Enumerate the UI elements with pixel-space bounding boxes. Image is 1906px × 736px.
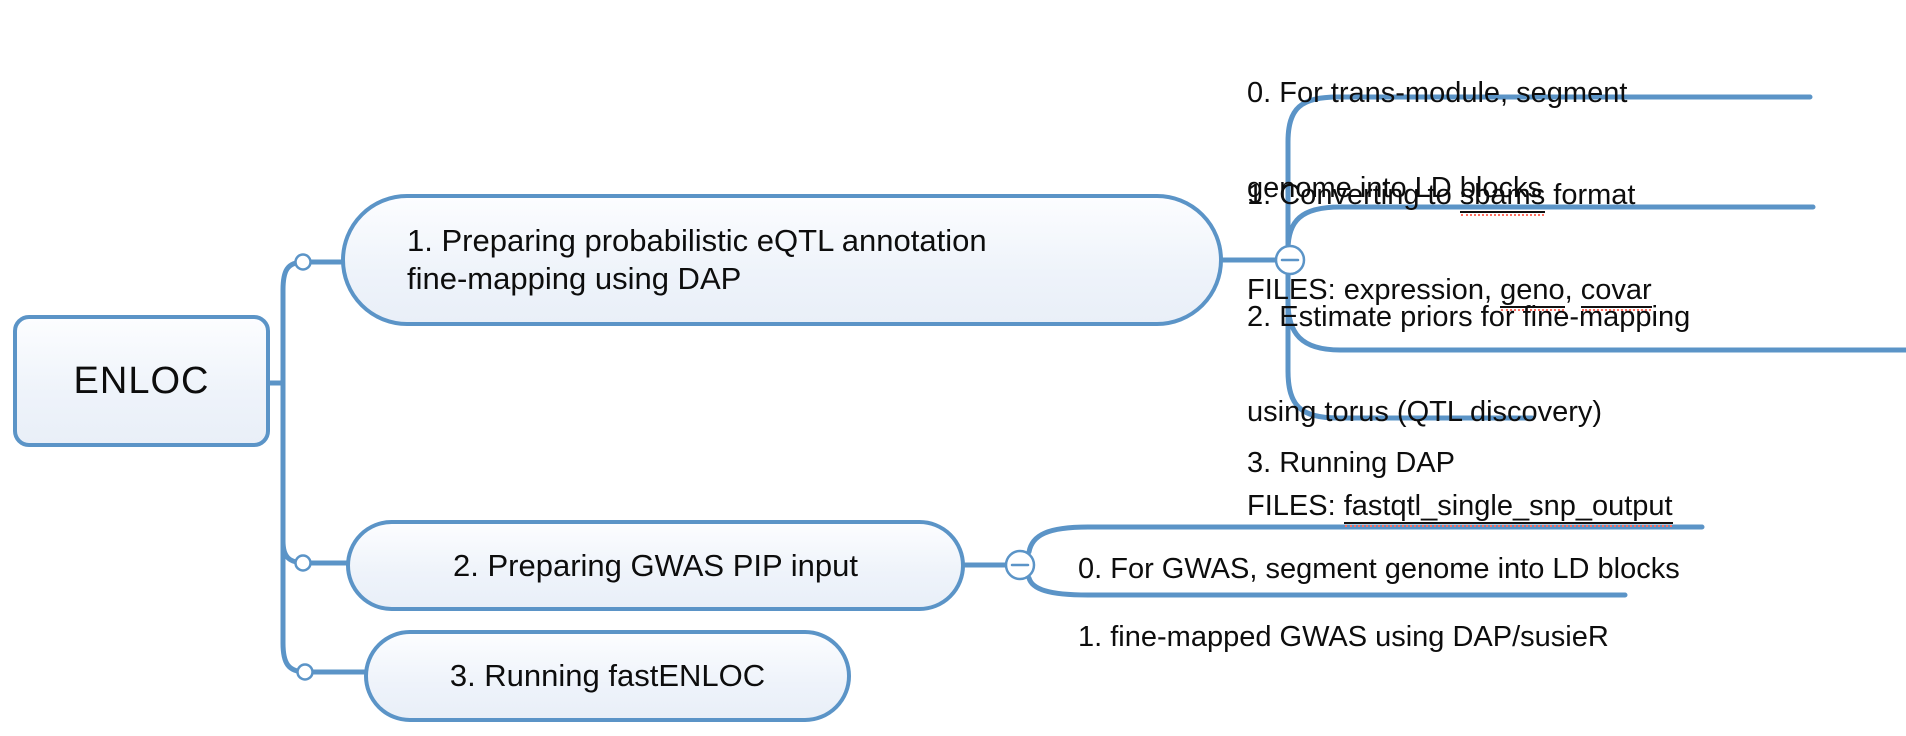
node2-child0-line — [1026, 524, 1705, 555]
leaf-fine-mapped-gwas-dap-susier[interactable]: 1. fine-mapped GWAS using DAP/susieR — [1078, 559, 1609, 717]
node2-label: 2. Preparing GWAS PIP input — [453, 547, 858, 583]
node3-label: 3. Running fastENLOC — [449, 658, 766, 693]
leaf-line: 2. Estimate priors for fine-mapping — [1247, 301, 1691, 333]
spellcheck-word-geno: geno — [1500, 273, 1565, 308]
node2-collapse-button[interactable] — [1004, 549, 1036, 581]
root-node-label: ENLOC — [73, 359, 210, 402]
leaf-line: 1. fine-mapped GWAS using DAP/susieR — [1078, 621, 1609, 653]
leaf-line: FILES: expression, geno, covar — [1247, 273, 1652, 308]
leaf-gwas-segment-ld-blocks[interactable]: 0. For GWAS, segment genome into LD bloc… — [1078, 491, 1680, 649]
leaf-running-dap[interactable]: 3. Running DAP — [1247, 385, 1455, 543]
trunk-branch1-branch3 — [280, 259, 371, 675]
leaf-line: 3. Running DAP — [1247, 447, 1455, 479]
leaf-converting-to-sbams[interactable]: 1. Converting to sbams format FILES: exp… — [1247, 117, 1652, 369]
node1-label-line1: 1. Preparing probabilistic eQTL annotati… — [407, 223, 987, 258]
leaf-line: using torus (QTL discovery) — [1247, 395, 1603, 428]
branch-node-1-preparing-eqtl-annotation[interactable]: 1. Preparing probabilistic eQTL annotati… — [341, 194, 1223, 326]
spellcheck-word-fastqtl-output: fastqtl_single_snp_output — [1343, 490, 1673, 524]
branch2-connector — [280, 538, 353, 566]
leaf-estimate-priors-torus[interactable]: 2. Estimate priors for fine-mapping usin… — [1247, 239, 1690, 586]
node1-child1-line — [1285, 204, 1816, 253]
spellcheck-word-covar: covar — [1580, 273, 1652, 308]
branch-node-3-running-fastenloc[interactable]: 3. Running fastENLOC — [364, 630, 851, 722]
spellcheck-word-sbams: sbams — [1459, 179, 1546, 213]
node1-label-line2: fine-mapping using DAP — [407, 261, 742, 296]
branch3-junction-dot — [296, 663, 314, 681]
branch-node-2-preparing-gwas-pip-input[interactable]: 2. Preparing GWAS PIP input — [346, 520, 965, 611]
root-node-enloc[interactable]: ENLOC — [13, 315, 270, 447]
leaf-line: 0. For GWAS, segment genome into LD bloc… — [1078, 553, 1680, 585]
leaf-line: 0. For trans-module, segment — [1247, 77, 1628, 109]
node2-child1-line — [1026, 575, 1628, 598]
branch1-junction-dot — [294, 253, 312, 271]
leaf-line: 1. Converting to sbams format — [1247, 179, 1636, 213]
branch2-junction-dot — [294, 554, 312, 572]
node1-child2-line — [1285, 299, 1906, 353]
node1-collapse-button[interactable] — [1274, 244, 1306, 276]
leaf-line: FILES: fastqtl_single_snp_output — [1247, 490, 1673, 524]
